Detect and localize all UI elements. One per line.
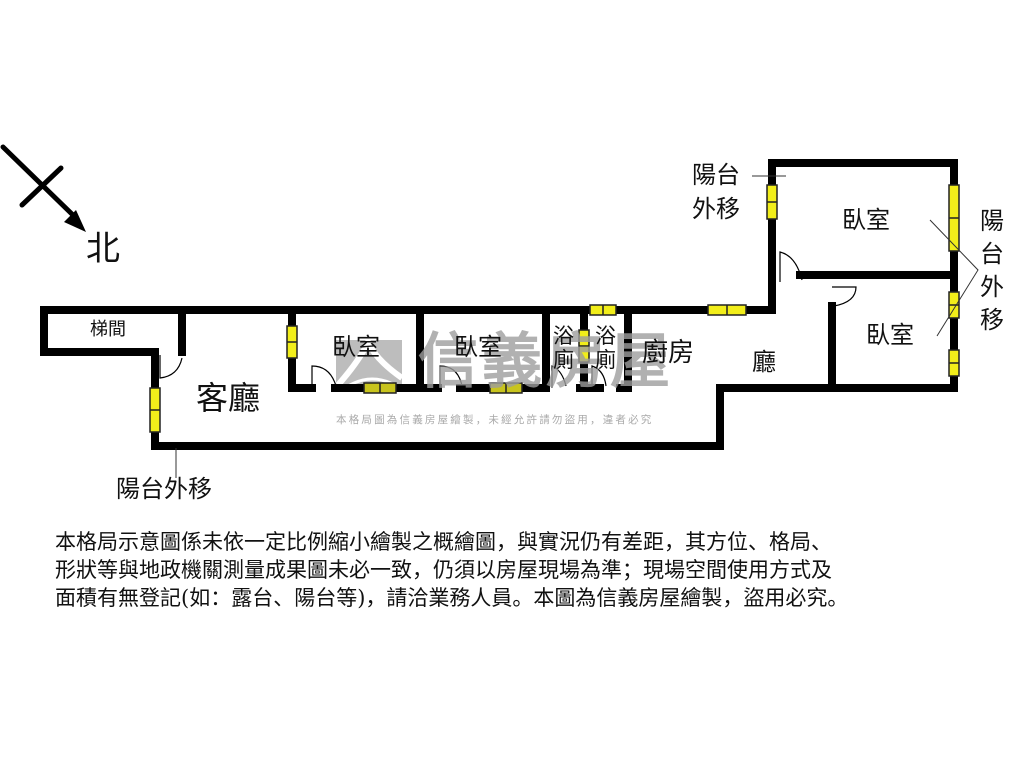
room-label-kitchen: 廚房 (642, 338, 695, 368)
annotation-balcony-right: 陽 台 外 移 (980, 205, 1004, 337)
balcony-right-char-4: 移 (980, 306, 1004, 334)
room-label-living-room: 客廳 (196, 379, 261, 417)
balcony-top-line-1: 陽台 (692, 161, 740, 189)
disclaimer-text: 本格局示意圖係未依一定比例縮小繪製之概繪圖，與實況仍有差距，其方位、格局、 形狀… (55, 528, 995, 612)
bathroom-1-char-1: 浴 (553, 324, 574, 348)
disclaimer-line-2: 形狀等與地政機關測量成果圖未必一致，仍須以房屋現場為準；現場空間使用方式及 (55, 558, 832, 582)
annotation-balcony-top: 陽台 外移 (692, 158, 740, 226)
north-arrowhead-icon (64, 210, 86, 232)
floor-plan (0, 144, 979, 478)
bathroom-1-char-2: 廁 (553, 348, 574, 372)
room-label-bedroom-4: 臥室 (866, 321, 914, 349)
watermark-brand: 信義房屋 (418, 327, 674, 397)
room-label-bedroom-3: 臥室 (842, 206, 890, 234)
balcony-right-char-2: 台 (980, 240, 1004, 268)
compass-north-label: 北 (86, 229, 120, 269)
bathroom-2-char-2: 廁 (595, 348, 616, 372)
north-arrow-icon (0, 144, 79, 221)
door-swings (159, 251, 857, 388)
bathroom-2-char-1: 浴 (595, 324, 616, 348)
room-label-bathroom-1: 浴 廁 (553, 324, 574, 372)
balcony-top-line-2: 外移 (692, 195, 740, 223)
room-label-bedroom-2: 臥室 (454, 333, 502, 361)
room-label-stairwell: 梯間 (90, 319, 126, 340)
room-label-bathroom-2: 浴 廁 (595, 324, 616, 372)
walls (40, 159, 958, 450)
leader-lines (175, 175, 979, 478)
room-label-bedroom-1: 臥室 (332, 333, 380, 361)
room-label-hall: 廳 (752, 348, 776, 376)
windows (149, 184, 960, 433)
balcony-right-char-3: 外 (980, 273, 1004, 301)
disclaimer-line-1: 本格局示意圖係未依一定比例縮小繪製之概繪圖，與實況仍有差距，其方位、格局、 (55, 530, 832, 554)
annotation-balcony-bottom: 陽台外移 (116, 475, 212, 503)
watermark-notice: 本格局圖為信義房屋繪製，未經允許請勿盜用，違者必究 (336, 414, 654, 426)
disclaimer-line-3: 面積有無登記(如：露台、陽台等)，請洽業務人員。本圖為信義房屋繪製，盜用必究。 (55, 586, 849, 610)
balcony-right-char-1: 陽 (980, 207, 1004, 235)
